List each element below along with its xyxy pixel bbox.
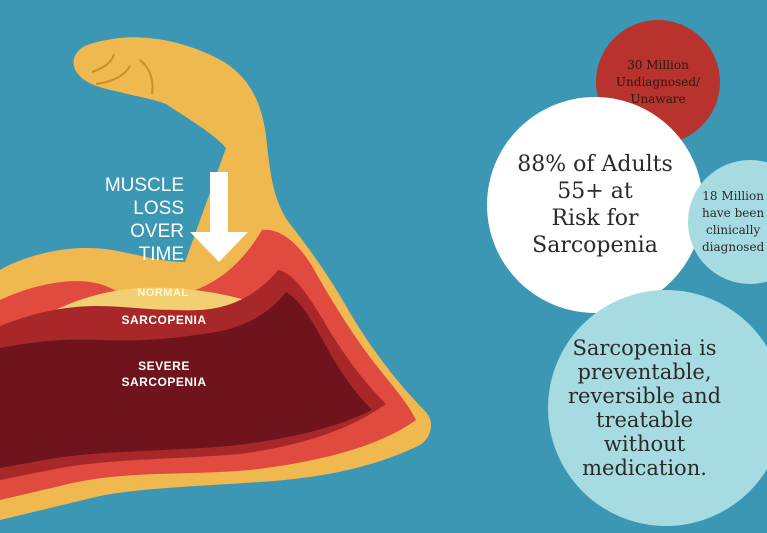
muscle-loss-label: MUSCLE LOSS OVER TIME — [104, 175, 184, 265]
stat-undiagnosed-text: 30 Million Undiagnosed/ Unaware — [615, 57, 701, 106]
fist-detail — [91, 53, 154, 95]
stat-circle-preventable: Sarcopenia is preventable, reversible an… — [548, 290, 767, 526]
sarcopenia-label: SARCOPENIA — [121, 313, 207, 327]
severe-sarcopenia-label: SEVERE SARCOPENIA — [121, 359, 207, 389]
stat-circle-at-risk: 88% of Adults 55+ at Risk for Sarcopenia — [487, 97, 703, 313]
muscle-layer-severe — [0, 292, 372, 468]
down-arrow-icon — [190, 172, 248, 262]
stat-preventable-text: Sarcopenia is preventable, reversible an… — [568, 336, 722, 480]
normal-band — [40, 287, 246, 328]
normal-label: NORMAL — [137, 287, 189, 299]
stat-at-risk-text: 88% of Adults 55+ at Risk for Sarcopenia — [517, 152, 673, 258]
stat-diagnosed-text: 18 Million have been clinically diagnose… — [702, 189, 765, 254]
